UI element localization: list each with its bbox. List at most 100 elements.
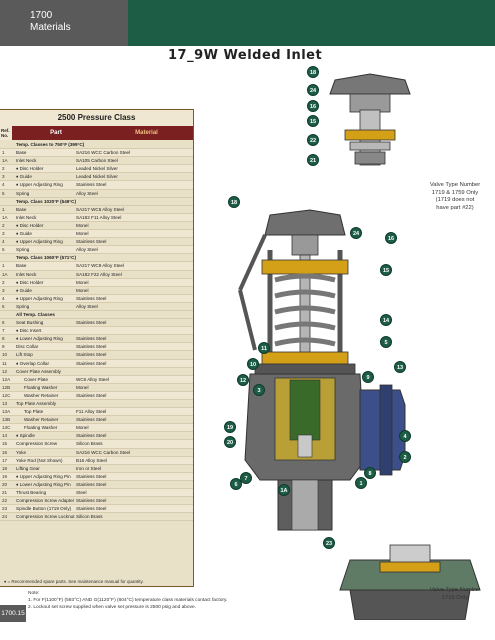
table-row: 9 Disc Collar Stainless Steel: [0, 343, 193, 352]
cell-ref: 2: [2, 222, 5, 228]
table-row: 7♦ Disc Insert: [0, 327, 193, 336]
table-section-row: All Temp. Classes: [0, 310, 193, 320]
cell-ref: 4: [2, 295, 5, 301]
callout-16: 16: [385, 232, 397, 244]
cell-part: Temp. Class 1020°F (549°C): [16, 198, 77, 204]
cell-part: ♦ Disc Holder: [16, 166, 44, 172]
callout-15-top: 15: [307, 115, 319, 127]
cell-part: ♦ Upper Adjusting Ring: [16, 295, 63, 301]
callout-8: 8: [364, 467, 376, 479]
cell-material: Alloy Steel: [76, 190, 98, 196]
cell-ref: 20: [2, 481, 8, 487]
cell-ref: 2: [2, 166, 5, 172]
section-number: 1700: [30, 10, 53, 21]
cell-ref: 10: [2, 352, 8, 358]
note-2: 2. Lockout set screw supplied when valve…: [28, 605, 196, 610]
callout-13: 13: [394, 361, 406, 373]
cell-material: Stainless Steel: [76, 417, 107, 423]
cell-part: Thrust Bearing: [16, 490, 47, 496]
main-valve-illustration: [238, 209, 406, 531]
cell-material: Monel: [76, 279, 89, 285]
cell-material: Stainless Steel: [76, 498, 107, 504]
cell-material: [76, 198, 193, 205]
cell-ref: 5: [2, 190, 5, 196]
cell-part: ♦ Guide: [16, 231, 32, 237]
cell-material: Stainless Steel: [76, 433, 107, 439]
cell-ref: 18: [2, 465, 8, 471]
cell-material: Stainless Steel: [76, 295, 107, 301]
cell-material: Alloy Steel: [76, 303, 98, 309]
cell-material: Monel: [76, 287, 89, 293]
cell-part: Base: [16, 206, 27, 212]
cell-ref: 13C: [2, 425, 11, 431]
table-row: 4 ♦ Upper Adjusting Ring Stainless Steel: [0, 294, 193, 303]
cell-ref: 19: [2, 473, 8, 479]
cell-part: Floating Washer: [24, 384, 58, 390]
side-note-bottom: Valve Type Number 1719 Only: [418, 587, 492, 602]
table-section-row: Temp. Class 1060°F (571°C): [0, 254, 193, 263]
cell-material: [76, 368, 193, 375]
cell-part: Inlet Neck: [16, 158, 37, 164]
header-accent: [128, 0, 495, 46]
side-note-top-line4: have part #22): [436, 204, 474, 211]
cell-material: Stainless Steel: [76, 344, 107, 350]
col-ref-header: Ref. No.: [0, 126, 12, 140]
cell-ref: 3: [2, 174, 5, 180]
cell-part: Seat Bushing: [16, 320, 44, 326]
cell-ref: 12B: [2, 384, 11, 390]
cell-part: ♦ Guide: [16, 174, 32, 180]
cell-material: Monel: [76, 222, 89, 228]
callout-11: 11: [258, 342, 270, 354]
cell-material: Iron or Steel: [76, 465, 102, 471]
cell-part: ♦ Lower Adjusting Ring Pin: [16, 481, 71, 487]
cell-part: All Temp. Classes: [16, 311, 55, 317]
cell-material: Stainless Steel: [76, 320, 107, 326]
cell-material: Stainless Steel: [76, 506, 107, 512]
cell-part: Washer Retainer: [24, 392, 59, 398]
callout-16-top: 16: [307, 100, 319, 112]
cell-material: Steel: [76, 490, 87, 496]
cap-detail-illustration: [329, 73, 411, 166]
cell-part: ♦ Disc Holder: [16, 279, 44, 285]
cell-ref: 1: [2, 206, 5, 212]
cell-material: Stainless Steel: [76, 336, 107, 342]
table-row: 20 ♦ Lower Adjusting Ring Pin Stainless St…: [0, 481, 193, 490]
cell-material: SA182 F22 Alloy Steel: [76, 271, 122, 277]
cell-part: Washer Retainer: [24, 417, 59, 423]
cell-part: ♦ Upper Adjusting Ring: [16, 239, 63, 245]
cell-ref: 22: [2, 498, 8, 504]
cell-material: Silicon Brass: [76, 441, 103, 447]
cell-material: Stainless Steel: [76, 481, 107, 487]
side-note-top-line3: (1719 does not: [435, 197, 475, 203]
callout-21-top: 21: [307, 154, 319, 166]
spindle-button-detail-illustration: [339, 544, 481, 620]
side-note-bottom-line1: Valve Type Number: [429, 587, 481, 593]
cell-ref: 1A: [2, 271, 8, 277]
cell-ref: 23: [2, 506, 8, 512]
callout-22-top: 22: [307, 134, 319, 146]
cell-ref: 1A: [2, 158, 8, 164]
callout-6: 6: [230, 478, 242, 490]
cell-part: Disc Collar: [16, 344, 39, 350]
cell-material: Silicon Brass: [76, 514, 103, 520]
cell-ref: 9: [2, 344, 5, 350]
cell-ref: 15: [2, 441, 8, 447]
callout-24: 24: [350, 227, 362, 239]
cell-part: ♦ Lower Adjusting Ring: [16, 336, 63, 342]
